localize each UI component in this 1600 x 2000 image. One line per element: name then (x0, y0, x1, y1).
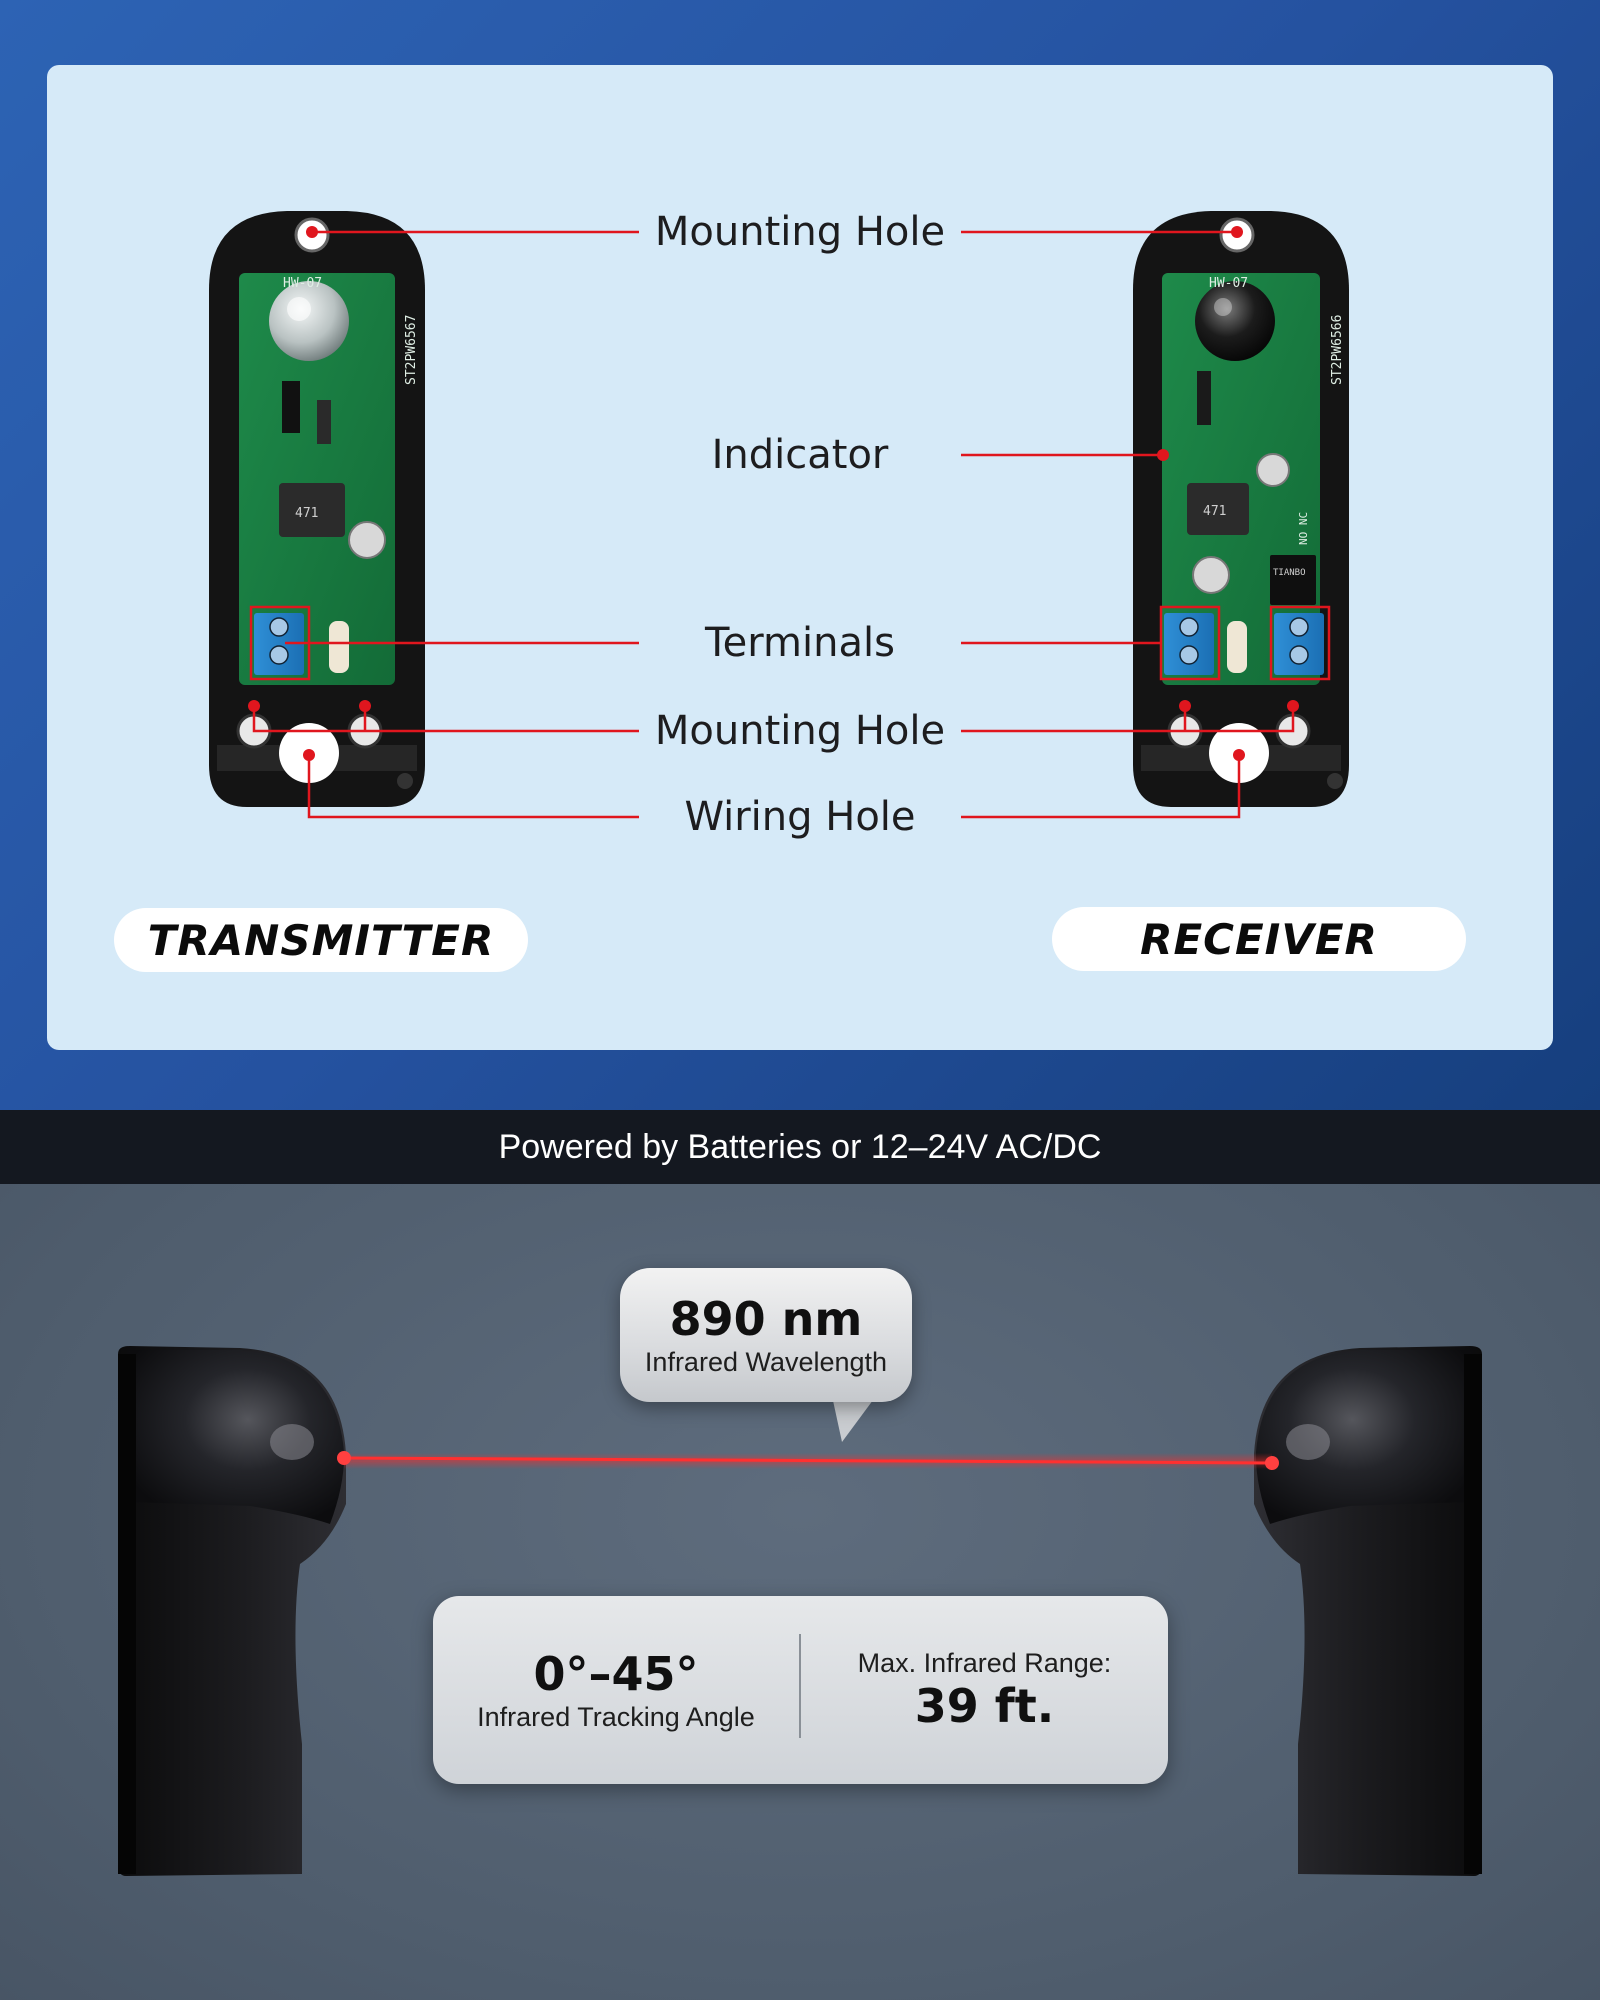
receiver-terminal-block-right (1274, 613, 1324, 675)
tracking-angle-caption: Infrared Tracking Angle (477, 1702, 755, 1732)
diagram-card: HW-07 ST2PW6567 471 HW-07 ST2PW6566 471 … (47, 65, 1553, 1050)
callout-terminals: Terminals (705, 620, 895, 666)
wavelength-caption: Infrared Wavelength (644, 1347, 888, 1377)
transmitter-badge: TRANSMITTER (114, 908, 528, 972)
sensor-section: 890 nm Infrared Wavelength 0°–45° Infrar… (0, 1184, 1600, 2000)
callout-indicator: Indicator (711, 432, 889, 478)
transmitter-inductor (279, 483, 345, 537)
infrared-beam (337, 1451, 1279, 1470)
power-banner: Powered by Batteries or 12–24V AC/DC (0, 1110, 1600, 1184)
receiver-sensor (1254, 1346, 1482, 1876)
receiver-board-model: HW-07 (1209, 276, 1248, 291)
transmitter-device (209, 211, 425, 807)
transmitter-inductor-mark: 471 (295, 506, 318, 521)
receiver-relay-mark: TIANBO (1273, 568, 1306, 578)
transmitter-lens (269, 281, 349, 361)
transmitter-board-code: ST2PW6567 (404, 315, 419, 385)
wavelength-bubble-tail (832, 1396, 876, 1442)
tracking-angle-spec: 0°–45° Infrared Tracking Angle (433, 1596, 799, 1784)
callout-lines: HW-07 ST2PW6567 471 HW-07 ST2PW6566 471 … (209, 211, 1349, 819)
leader-lines (252, 230, 1295, 819)
receiver-jumper-mark: NO NC (1297, 512, 1310, 545)
tracking-angle-value: 0°–45° (533, 1647, 699, 1701)
receiver-inductor (1187, 483, 1249, 535)
wavelength-bubble: 890 nm Infrared Wavelength (620, 1268, 912, 1402)
transmitter-sensor (118, 1346, 346, 1876)
receiver-terminal-block-left (1164, 613, 1214, 675)
diagram-section: HW-07 ST2PW6567 471 HW-07 ST2PW6566 471 … (0, 0, 1600, 1110)
receiver-inductor-mark: 471 (1203, 504, 1226, 519)
callout-mounting-hole-top: Mounting Hole (654, 209, 946, 255)
transmitter-board-model: HW-07 (283, 276, 322, 291)
callout-wiring-hole: Wiring Hole (684, 794, 916, 840)
receiver-board-code: ST2PW6566 (1330, 315, 1345, 385)
range-value: 39 ft. (914, 1679, 1055, 1733)
receiver-badge: RECEIVER (1052, 907, 1466, 971)
transmitter-terminal-block (254, 613, 304, 675)
transmitter-pcb (239, 273, 395, 685)
power-banner-text: Powered by Batteries or 12–24V AC/DC (498, 1127, 1102, 1166)
spec-panel: 0°–45° Infrared Tracking Angle Max. Infr… (433, 1596, 1168, 1784)
receiver-lens (1195, 281, 1275, 361)
range-caption: Max. Infrared Range: (857, 1648, 1112, 1678)
spec-divider (799, 1634, 801, 1738)
range-spec: Max. Infrared Range: 39 ft. (801, 1596, 1168, 1784)
callout-mounting-hole-bottom: Mounting Hole (654, 708, 946, 754)
leader-dots (248, 226, 1299, 761)
receiver-device (1133, 211, 1349, 807)
receiver-relay (1270, 555, 1316, 605)
sensor-illustration (118, 1346, 1482, 1876)
wavelength-value: 890 nm (669, 1292, 863, 1346)
